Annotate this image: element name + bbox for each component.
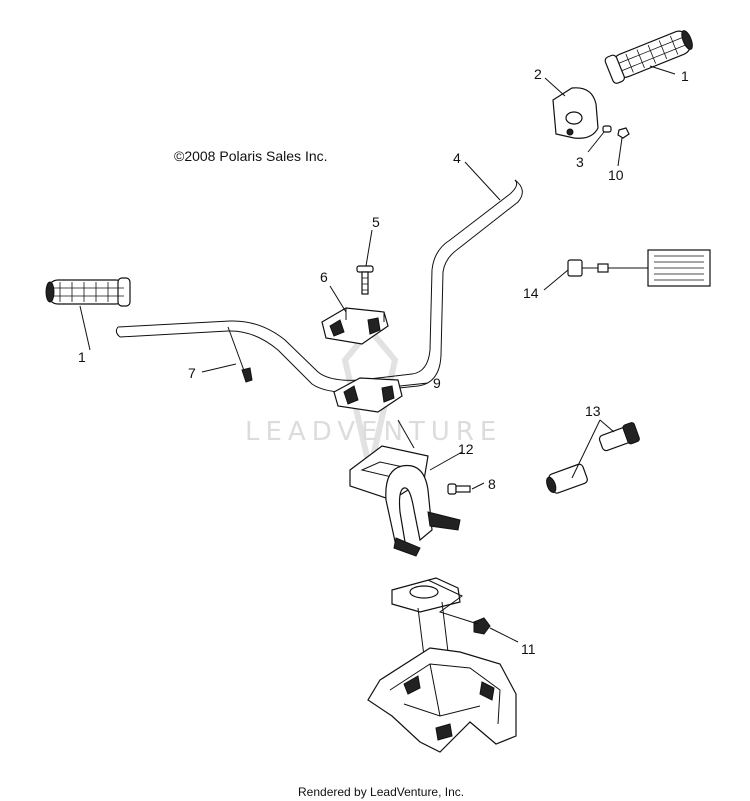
riser-bracket-part[interactable]	[349, 445, 461, 557]
callout-2: 2	[534, 66, 542, 82]
callout-11: 11	[521, 641, 536, 657]
callout-13: 13	[585, 403, 601, 419]
copyright-text: ©2008 Polaris Sales Inc.	[174, 148, 328, 164]
callout-8: 8	[488, 476, 496, 492]
callout-6: 6	[320, 269, 328, 285]
callout-3: 3	[576, 154, 584, 170]
watermark-text: LEADVENTURE	[245, 417, 502, 447]
upper-clamp-part[interactable]	[321, 307, 389, 345]
callout-7: 7	[188, 365, 196, 381]
right-grip-part[interactable]	[604, 26, 696, 85]
screw-part-3[interactable]	[602, 125, 612, 133]
heater-harness-part-14[interactable]	[567, 249, 711, 287]
callout-1-left: 1	[78, 349, 86, 365]
callout-14: 14	[523, 285, 539, 301]
pin-part-7[interactable]	[227, 326, 253, 383]
throttle-part[interactable]	[552, 87, 599, 139]
nut-part-10[interactable]	[617, 127, 630, 139]
bolt-part-5[interactable]	[356, 265, 374, 295]
callout-12: 12	[458, 441, 474, 457]
bolt-part-8[interactable]	[447, 483, 471, 495]
callout-9: 9	[433, 375, 441, 391]
nut-part-11[interactable]	[473, 617, 491, 635]
lower-clamp-part[interactable]	[333, 377, 403, 413]
callout-1-right: 1	[681, 68, 689, 84]
callout-10: 10	[608, 167, 624, 183]
callout-4: 4	[453, 150, 461, 166]
leader-lines	[79, 65, 676, 643]
switch-part-13[interactable]	[544, 422, 640, 496]
footer-credit: Rendered by LeadVenture, Inc.	[298, 785, 464, 799]
steering-post-assembly	[367, 577, 517, 753]
callout-labels: 1 2 3 10 4 5 6 14 1 7 9 13 12 8 11	[78, 66, 689, 657]
callout-5: 5	[372, 214, 380, 230]
left-grip-part[interactable]	[45, 277, 131, 307]
handlebar-part[interactable]	[115, 179, 523, 393]
